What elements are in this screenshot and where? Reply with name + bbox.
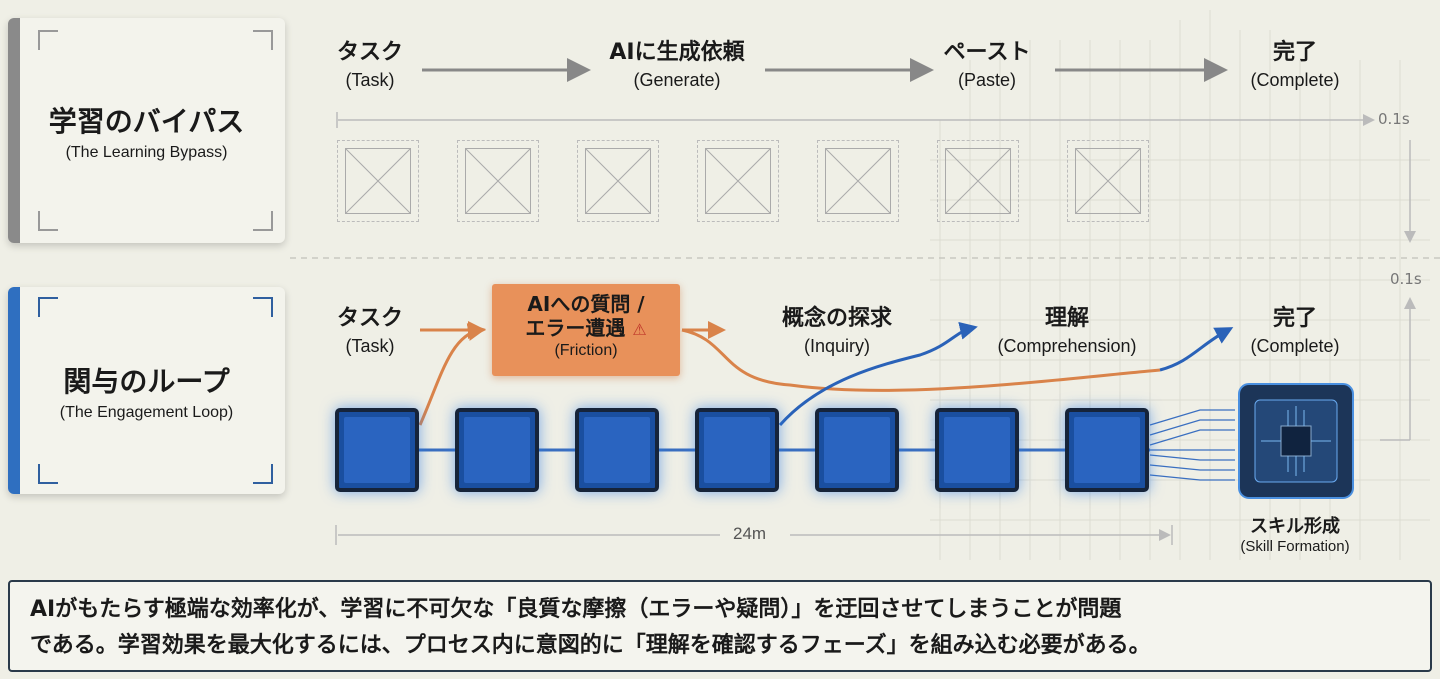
loop-block: [695, 408, 779, 492]
bypass-step-paste: ペースト(Paste): [943, 40, 1031, 90]
note-line-1: AIがもたらす極端な効率化が、学習に不可欠な「良質な摩擦（エラーや疑問）」を迂回…: [30, 597, 1122, 622]
note-line-2: である。学習効果を最大化するには、プロセス内に意図的に「理解を確認するフェーズ」…: [30, 633, 1151, 658]
placeholder-box: [577, 140, 659, 222]
loop-block: [455, 408, 539, 492]
panel-accent-bar: [8, 18, 20, 243]
bypass-step-task: タスク(Task): [336, 40, 404, 90]
bypass-step-complete: 完了(Complete): [1250, 40, 1340, 90]
panel-accent-bar: [8, 287, 20, 494]
loop-block: [1065, 408, 1149, 492]
loop-block: [335, 408, 419, 492]
loop-step-inquiry: 概念の探求(Inquiry): [781, 306, 893, 356]
placeholder-box: [697, 140, 779, 222]
loop-step-complete: 完了(Complete): [1250, 306, 1340, 356]
skill-formation-label: スキル形成(Skill Formation): [1240, 516, 1350, 555]
panel-title: 学習のバイパス: [48, 104, 245, 138]
placeholder-box: [1067, 140, 1149, 222]
placeholder-box: [457, 140, 539, 222]
placeholder-box: [337, 140, 419, 222]
loop-block: [935, 408, 1019, 492]
placeholder-box: [817, 140, 899, 222]
panel-subtitle: (The Learning Bypass): [65, 143, 228, 161]
panel-subtitle: (The Engagement Loop): [59, 403, 234, 421]
placeholder-box: [937, 140, 1019, 222]
chip-icon: [1238, 383, 1354, 499]
bypass-step-generate: AIに生成依頼(Generate): [609, 40, 745, 90]
loop-step-task: タスク(Task): [336, 306, 404, 356]
loop-block: [575, 408, 659, 492]
loop-block: [815, 408, 899, 492]
loop-step-comprehension: 理解(Comprehension): [997, 306, 1137, 356]
summary-note: AIがもたらす極端な効率化が、学習に不可欠な「良質な摩擦（エラーや疑問）」を迂回…: [8, 580, 1432, 672]
background-grid: [930, 10, 1430, 560]
loop-side-duration: 0.1s: [1390, 270, 1422, 288]
engagement-loop-panel: 関与のループ (The Engagement Loop): [8, 287, 285, 494]
loop-duration: 24m: [733, 524, 767, 543]
flow-arrows: [290, 58, 1440, 545]
friction-box: AIへの質問 / エラー遭遇 ⚠ (Friction): [492, 284, 680, 376]
warning-icon: ⚠: [632, 320, 647, 339]
learning-bypass-panel: 学習のバイパス (The Learning Bypass): [8, 18, 285, 243]
panel-title: 関与のループ: [63, 364, 230, 398]
bypass-duration: 0.1s: [1378, 110, 1410, 128]
